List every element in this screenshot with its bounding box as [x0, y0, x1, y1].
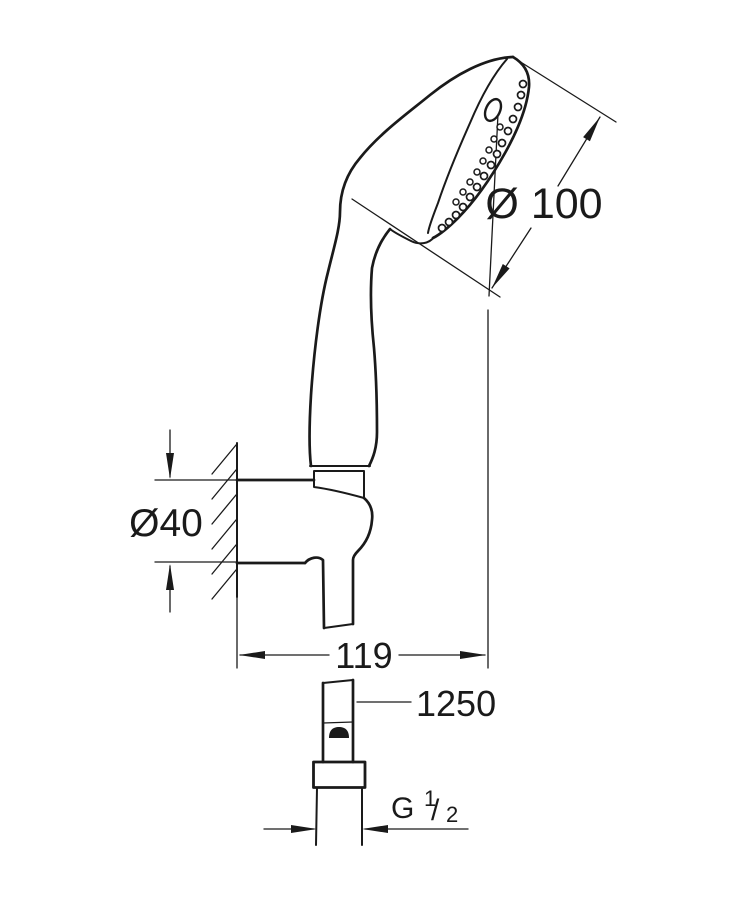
hose-stub-left: [303, 556, 326, 630]
wall-hatching: [211, 444, 237, 600]
spray-nozzles: [437, 79, 528, 233]
wall-holder-bracket: [235, 470, 374, 630]
face-bottom-cap: [389, 228, 435, 245]
holder-diameter-label: Ø40: [129, 502, 203, 545]
arrowhead-down-left-icon: [492, 264, 510, 288]
head-diameter-label: Ø 100: [485, 180, 602, 228]
head-and-handle-back-outline: [308, 55, 515, 468]
knurled-connector-nut: [312, 760, 367, 789]
hose-seam: [322, 721, 354, 724]
hose-top-cut: [322, 679, 354, 684]
dimension-thread: G 1 / 2: [263, 786, 469, 833]
thread-numerator-label: 1: [424, 786, 436, 811]
handle-right-edge: [367, 227, 392, 468]
bracket-nose-and-hose-right: [351, 496, 374, 626]
hose-print-mark: [329, 727, 349, 738]
thread-slash-label: /: [431, 794, 440, 827]
arrowhead-down-icon: [166, 453, 174, 479]
arrowhead-up-right-icon: [583, 117, 600, 142]
arrowhead-right-icon: [291, 825, 317, 833]
arrowhead-left-icon: [239, 651, 265, 659]
arrowhead-left-icon: [362, 825, 388, 833]
logo-oval: [483, 97, 503, 123]
dimension-head-diameter: Ø 100: [351, 60, 617, 298]
thread-prefix-label: G: [391, 792, 414, 825]
thread-left-edge: [315, 787, 318, 846]
thread-denominator-label: 2: [446, 802, 458, 827]
shower-head: [308, 55, 531, 468]
wall-to-axis-label: 119: [335, 635, 392, 676]
hose-length-label: 1250: [416, 683, 496, 724]
dimension-holder-diameter: Ø40: [129, 429, 238, 613]
knurled-cone-nut: [313, 470, 365, 499]
hose-stub-cut: [323, 623, 354, 629]
arrowhead-right-icon: [460, 651, 486, 659]
label-hose-length: 1250: [356, 683, 496, 724]
centerline: [487, 113, 499, 669]
wall-section: [211, 442, 238, 669]
arrowhead-up-icon: [166, 564, 174, 590]
dimension-wall-to-axis: 119: [239, 635, 486, 676]
shower-hose: [312, 678, 367, 846]
face-rim-line: [427, 58, 508, 234]
